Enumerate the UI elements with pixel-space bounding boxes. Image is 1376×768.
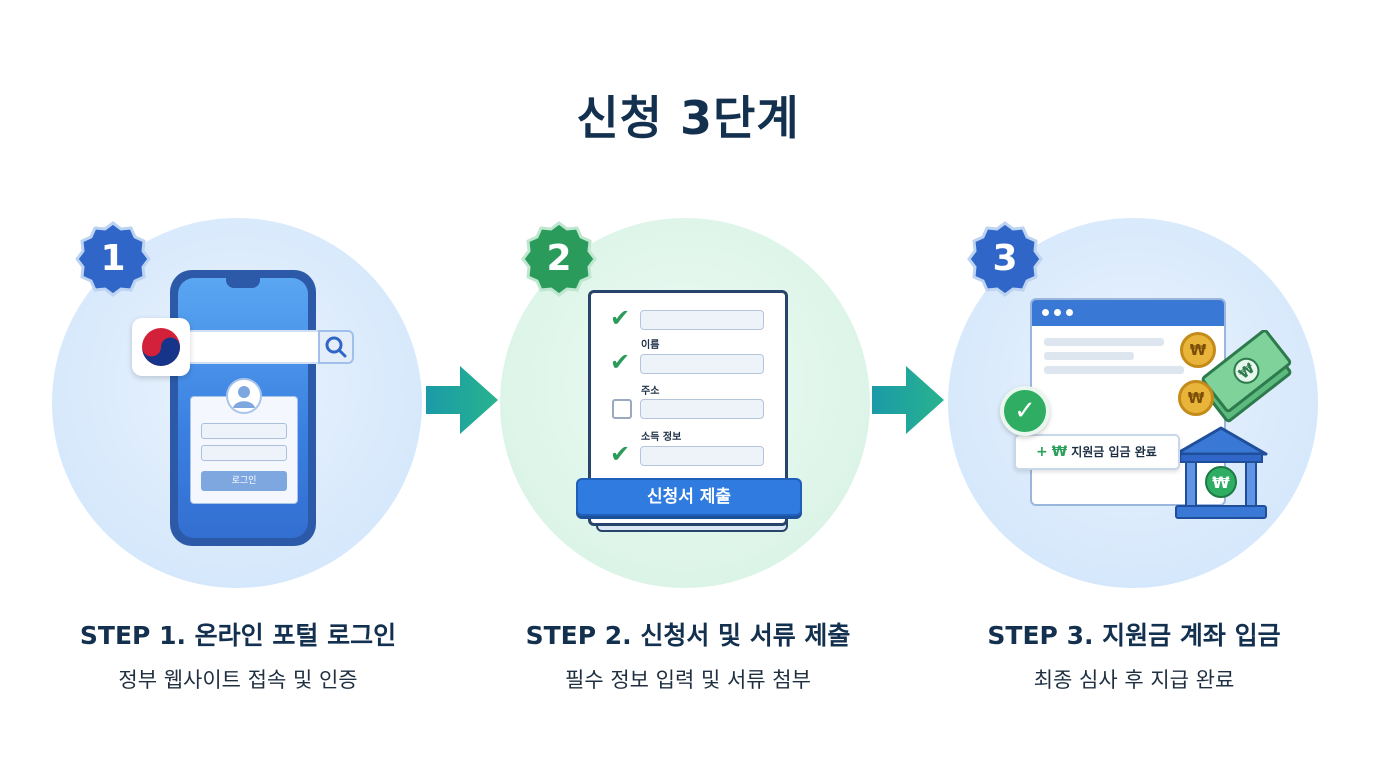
checkmark-icon: ✔ [610, 304, 631, 332]
step-1-number: 1 [100, 238, 126, 279]
plus-sign: + [1036, 444, 1048, 460]
deposit-text: 지원금 입금 완료 [1071, 445, 1157, 459]
submit-application-button: 신청서 제출 [576, 478, 802, 516]
form-field [640, 310, 764, 330]
step-1-badge: 1 [74, 220, 152, 298]
step-3-number: 3 [992, 238, 1018, 279]
checkbox-unchecked [612, 399, 632, 419]
bank-building-icon: ₩ [1174, 426, 1268, 519]
form-field [640, 446, 764, 466]
password-field [201, 445, 287, 461]
step-2-title: STEP 2. 신청서 및 서류 제출 [525, 621, 851, 650]
search-button [318, 330, 354, 364]
form-field-label: 소득 정보 [641, 432, 682, 443]
step-2-description: 필수 정보 입력 및 서류 첨부 [565, 668, 811, 692]
form-field [640, 399, 764, 419]
step-1-description: 정부 웹사이트 접속 및 인증 [118, 668, 358, 692]
page-title: 신청 3단계 [576, 91, 800, 145]
svg-text:₩: ₩ [1212, 473, 1230, 492]
step-2-number: 2 [546, 238, 572, 279]
step-3-title: STEP 3. 지원금 계좌 입금 [987, 621, 1281, 650]
portal-search-bar [132, 318, 354, 376]
arrow-right-icon [872, 366, 944, 434]
step-1-title: STEP 1. 온라인 포털 로그인 [79, 621, 397, 650]
form-field-label: 이름 [641, 340, 660, 351]
badge-shape-icon [967, 221, 1043, 297]
user-avatar-icon [226, 378, 262, 414]
form-field-label: 주소 [641, 386, 660, 397]
step-3-badge: 3 [966, 220, 1044, 298]
badge-shape-icon [75, 221, 151, 297]
coin-icon: ₩ [1180, 332, 1216, 368]
checkmark-icon: ✔ [610, 440, 631, 468]
login-form: 로그인 [190, 396, 298, 504]
login-button: 로그인 [201, 471, 287, 491]
form-field [640, 354, 764, 374]
check-circle-icon: ✓ [1000, 386, 1050, 436]
step-3-description: 최종 심사 후 지급 완료 [1033, 668, 1235, 692]
won-icon: ₩ [1051, 444, 1068, 460]
coin-icon: ₩ [1178, 380, 1214, 416]
search-icon [325, 336, 347, 358]
banknote-icon: ₩ [1201, 330, 1292, 423]
deposit-complete-notice: +₩지원금 입금 완료 [1014, 434, 1180, 470]
step-2-badge: 2 [520, 220, 598, 298]
arrow-right-icon [426, 366, 498, 434]
government-logo-icon [132, 318, 190, 376]
username-field [201, 423, 287, 439]
checkmark-icon: ✔ [610, 348, 631, 376]
badge-shape-icon [521, 221, 597, 297]
